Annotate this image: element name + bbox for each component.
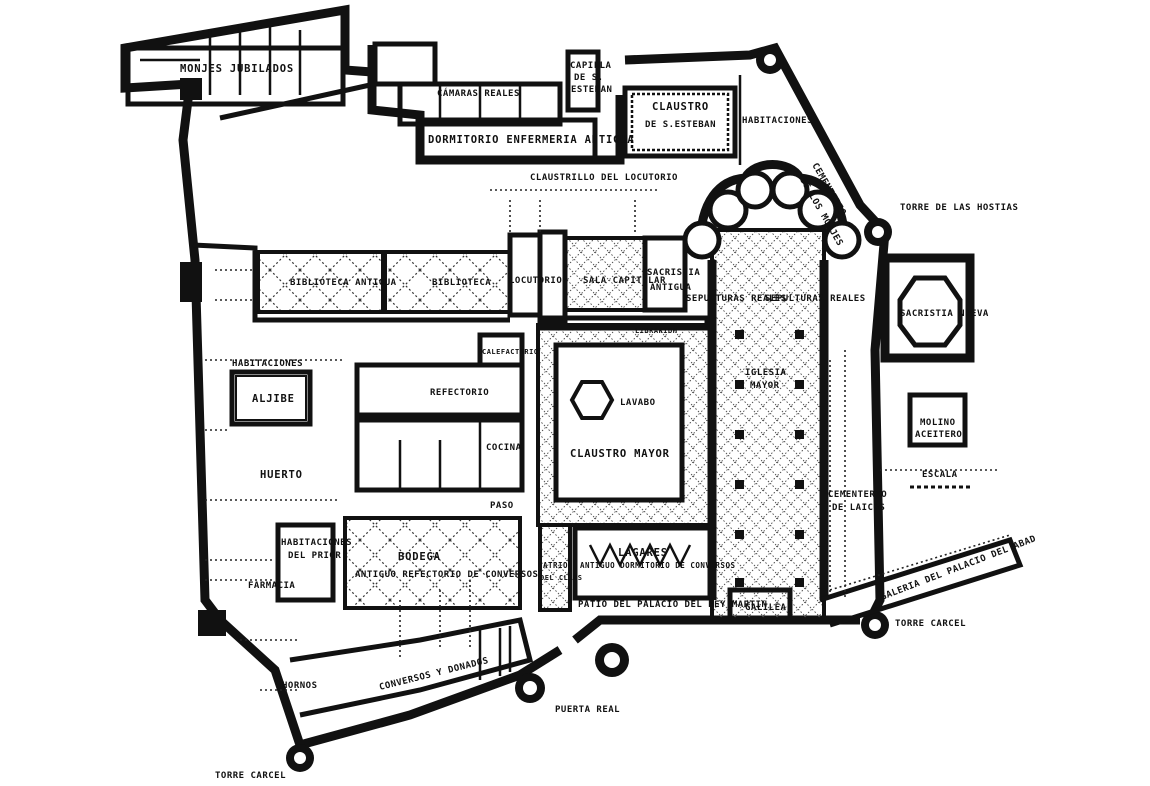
label-habitaciones-ne: HABITACIONES: [742, 116, 813, 126]
label-lagares: LAGARES: [618, 547, 668, 559]
label-habitaciones-prior-1: HABITACIONES: [281, 538, 352, 548]
label-atrio-1: ATRIO: [543, 561, 568, 570]
label-torre-carcel-e: TORRE CARCEL: [895, 619, 966, 629]
label-cementerio-laicos-2: DE LAICOS: [832, 503, 885, 513]
label-sacristia-nueva: SACRISTIA NUEVA: [900, 309, 989, 319]
main-cloister: [536, 315, 712, 527]
label-bodega: BODEGA: [398, 551, 441, 563]
label-claustro-mayor: CLAUSTRO MAYOR: [570, 448, 670, 460]
north-wing: [125, 25, 742, 165]
dotted-lines: [205, 189, 1011, 691]
label-iglesia-2: MAYOR: [750, 381, 780, 391]
label-cementerio-laicos-1: CEMENTERIO: [828, 490, 887, 500]
label-sepulturas-reales-2: SEPULTURAS REALES: [765, 294, 866, 304]
label-sacristia-antigua-1: SACRISTIA: [647, 268, 700, 278]
label-farmacia: FARMACIA: [248, 581, 295, 591]
label-molino-2: ACEITERO: [915, 430, 962, 440]
label-aljibe: ALJIBE: [252, 393, 295, 405]
label-huerto: HUERTO: [260, 469, 303, 481]
label-habitaciones-prior-2: DEL PRIOR: [288, 551, 341, 561]
label-torre-hostias: TORRE DE LAS HOSTIAS: [900, 203, 1018, 213]
label-sacristia-antigua-2: ANTIGUA: [650, 283, 692, 293]
label-sepulturas-reales-1: SEPULTURAS REALES: [686, 294, 787, 304]
new-sacristy: [880, 253, 975, 448]
label-claustrillo: CLAUSTRILLO DEL LOCUTORIO: [530, 173, 678, 183]
chapter-area: [537, 229, 688, 325]
label-molino-1: MOLINO: [920, 418, 956, 428]
label-lavabo: LAVABO: [620, 398, 656, 408]
label-calefactorio: CALEFACTORIO: [482, 348, 539, 356]
church: [682, 160, 862, 623]
label-biblioteca-antigua: BIBLIOTECA ANTIGUA: [290, 278, 397, 288]
label-torre-carcel-sw: TORRE CARCEL: [215, 771, 286, 781]
library-wing: [256, 232, 543, 318]
label-monjes-jubilados: MONJES JUBILADOS: [180, 63, 294, 75]
label-claustro-esteban-1: CLAUSTRO: [652, 101, 709, 113]
label-claustro-esteban-2: DE S.ESTEBAN: [645, 120, 716, 130]
cellar-block: [275, 516, 713, 612]
towers: [180, 46, 892, 772]
label-antiguo-refectorio: ANTIGUO REFECTORIO DE CONVERSOS: [355, 570, 538, 580]
south-wing: [289, 536, 1024, 718]
label-sala-capitular: SALA CAPITULAR: [583, 276, 666, 286]
label-locutorio: LOCUTORIO: [509, 276, 562, 286]
label-paso: PASO: [490, 501, 514, 511]
label-camaras-reales: CÁMARAS REALES: [437, 87, 520, 99]
label-librarium: LIBRARIUM: [635, 327, 677, 335]
label-iglesia-1: IGLESIA: [745, 368, 787, 378]
label-antiguo-dormitorio: ANTIGUO DORMITORIO DE CONVERSOS: [580, 561, 735, 570]
label-cocina: COCINA: [486, 443, 522, 453]
label-capilla-2: DE S.: [574, 73, 604, 83]
label-refectorio: REFECTORIO: [430, 388, 489, 398]
label-dormitorio-enfermeria: DORMITORIO ENFERMERIA ANTIGUA: [428, 134, 635, 146]
label-capilla-1: CAPILLA: [570, 61, 612, 71]
label-capilla-3: ESTEBAN: [571, 85, 612, 95]
label-biblioteca: BIBLIOTECA: [432, 278, 491, 288]
label-hornos: HORNOS: [282, 681, 318, 691]
perimeter-walls: [120, 4, 890, 751]
label-escala: ESCALA: [922, 470, 958, 480]
label-galilea: GALILEA: [745, 603, 787, 613]
label-habitaciones-w: HABITACIONES: [232, 359, 303, 369]
label-atrio-2: DEL CLAUS: [540, 574, 582, 582]
refectory-block: [229, 332, 525, 493]
label-puerta-real: PUERTA REAL: [555, 705, 620, 715]
label-patio-palacio: PATIO DEL PALACIO DEL REY MARTIN: [578, 600, 767, 610]
